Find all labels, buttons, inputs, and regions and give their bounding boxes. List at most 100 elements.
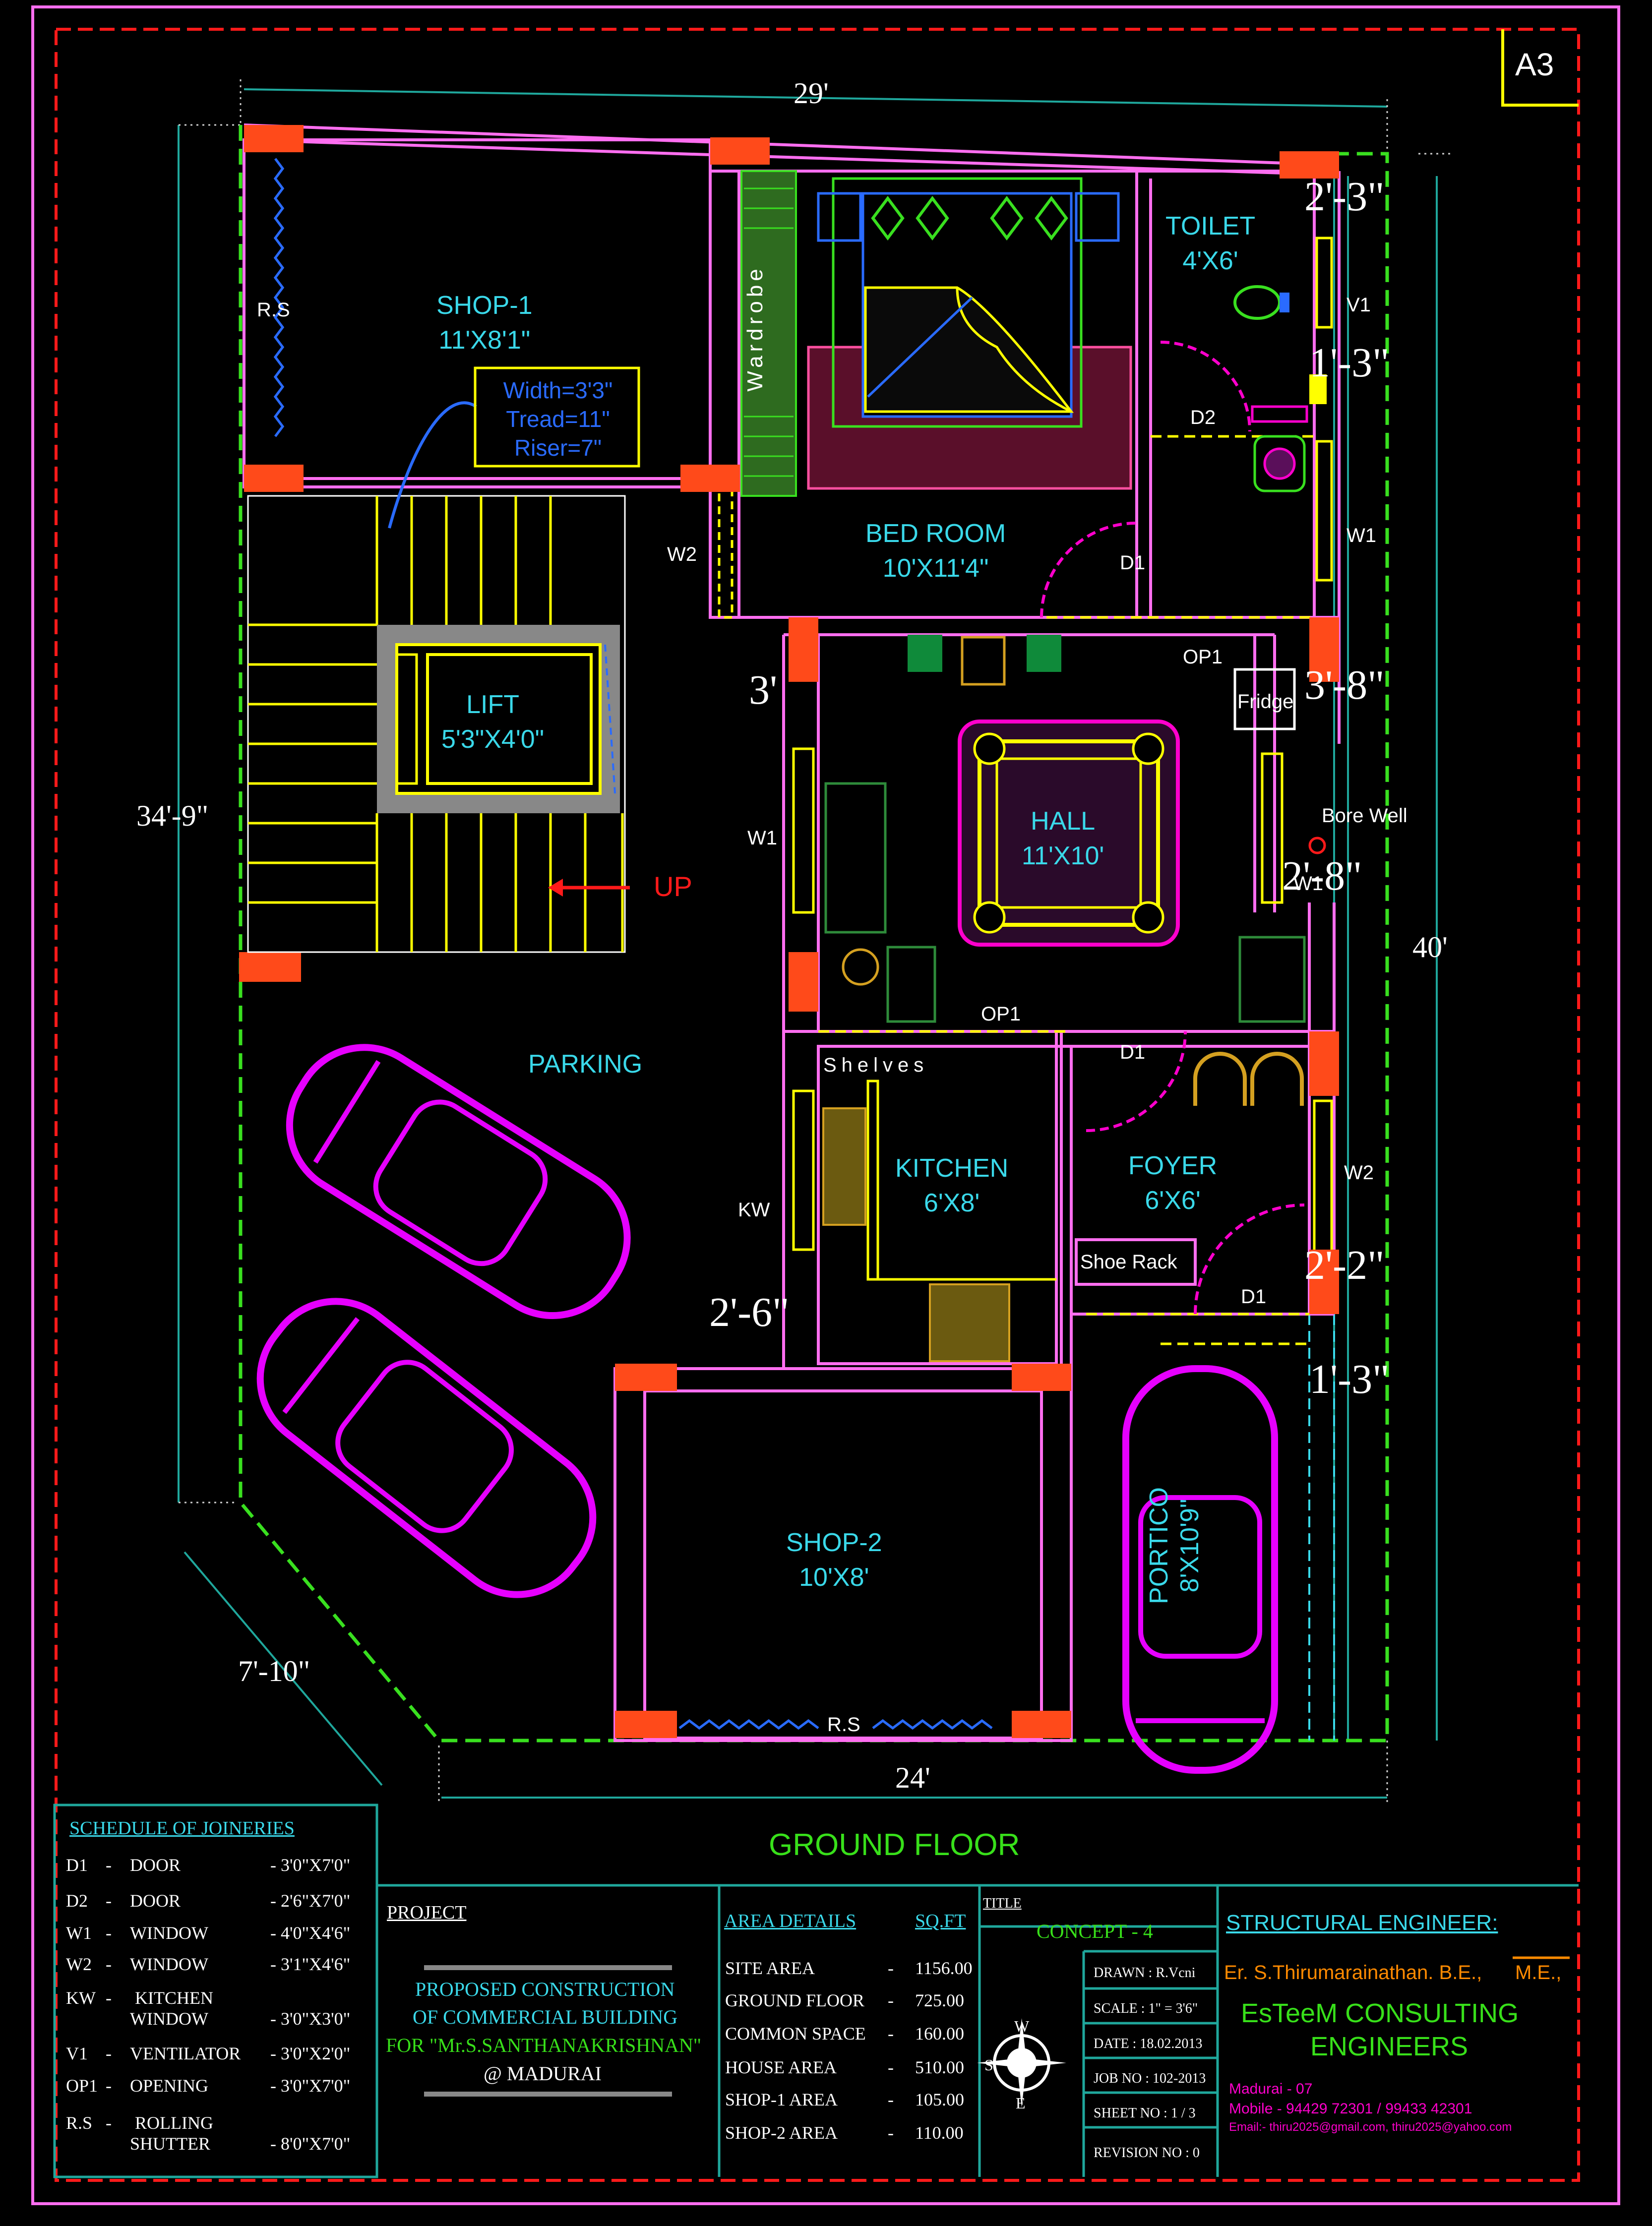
area-unit: SQ.FT <box>915 1911 966 1931</box>
wardrobe <box>740 170 797 497</box>
drawn-label: DRAWN : R.Vcni <box>1094 1965 1196 1981</box>
floor-title: GROUND FLOOR <box>769 1828 1020 1862</box>
dim-right: 40' <box>1412 931 1448 963</box>
stair-riser: Riser=7" <box>514 435 602 461</box>
schedule-type: VENTILATOR <box>130 2044 241 2063</box>
bedroom-name: BED ROOM <box>865 519 1006 548</box>
schedule-size: - 8'0"X7'0" <box>270 2134 351 2154</box>
parking-label: PARKING <box>528 1050 643 1079</box>
portico-name: PORTICO <box>1144 1487 1173 1604</box>
shoe-rack-label: Shoe Rack <box>1080 1251 1177 1273</box>
d1-bed-label: D1 <box>1120 552 1146 574</box>
firm-line1: EsTeeM CONSULTING <box>1241 1998 1519 2028</box>
schedule-type: WINDOW <box>130 1954 208 1974</box>
fridge-label: Fridge <box>1237 691 1294 713</box>
schedule-code: V1 <box>66 2044 88 2063</box>
project-underline-bar-2 <box>424 2092 672 2097</box>
engineer-heading: STRUCTURAL ENGINEER: <box>1226 1911 1498 1935</box>
schedule-dash: - <box>106 2113 112 2133</box>
project-underline-bar <box>424 1965 672 1970</box>
area-value: 160.00 <box>915 2024 964 2044</box>
lift-size: 5'3"X4'0" <box>441 725 545 754</box>
wardrobe-hatch <box>744 187 794 477</box>
stair-note-box <box>474 366 640 468</box>
rs-bottom-label: R.S <box>827 1714 860 1736</box>
schedule-size: - 3'1"X4'6" <box>270 1954 351 1974</box>
schedule-dash: - <box>106 1855 112 1875</box>
kitchen-fixtures <box>822 1080 1056 1362</box>
engineer-mobile: Mobile - 94429 72301 / 99433 42301 <box>1229 2101 1472 2117</box>
sheet-inner-border <box>55 28 1580 2182</box>
sheet-outer-border <box>31 5 1620 2205</box>
w1-hall-label: W1 <box>747 827 777 849</box>
kw-label: KW <box>738 1199 770 1221</box>
title-block-frames <box>53 1804 1579 2178</box>
dim-r6: 1'-3" <box>1309 1356 1390 1402</box>
foyer-label: FOYER 6'X6' <box>1128 1153 1217 1213</box>
staircase <box>247 495 626 953</box>
hall-size: 11'X10' <box>1022 842 1104 870</box>
engineer-name: Er. S.Thirumarainathan. B.E., <box>1224 1962 1482 1984</box>
dim-r4: 2'-8" <box>1282 853 1362 899</box>
schedule-type: ROLLING <box>135 2113 213 2133</box>
compass-icon <box>977 2018 1066 2107</box>
lift-shaft <box>377 625 620 813</box>
parked-car-3 <box>1122 1365 1278 1774</box>
area-label: COMMON SPACE <box>725 2024 866 2044</box>
rolling-shutter-marks <box>273 158 993 1730</box>
schedule-type: DOOR <box>130 1855 181 1875</box>
shop1-name: SHOP-1 <box>436 291 533 320</box>
rs-top-label: R.S <box>257 299 290 321</box>
schedule-code: D2 <box>66 1891 88 1911</box>
area-label: SHOP-1 AREA <box>725 2090 838 2109</box>
engineer-city: Madurai - 07 <box>1229 2081 1313 2097</box>
schedule-dash: - <box>106 2076 112 2096</box>
shop1-label: SHOP-1 11'X8'1" <box>436 293 533 353</box>
parked-car-1 <box>286 1044 631 1320</box>
schedule-type-2: WINDOW <box>130 2009 208 2029</box>
w2-foyer-label: W2 <box>1344 1162 1374 1184</box>
schedule-type: DOOR <box>130 1891 181 1911</box>
parked-car-2 <box>256 1298 597 1598</box>
a3-sheet-tag: A3 <box>1515 47 1554 82</box>
shelves-label: Shelves <box>823 1054 929 1076</box>
toilet-size: 4'X6' <box>1182 246 1238 275</box>
area-value: 110.00 <box>915 2123 964 2143</box>
area-value: 725.00 <box>915 1990 964 2010</box>
firm-line2: ENGINEERS <box>1310 2032 1468 2061</box>
job-label: JOB NO : 102-2013 <box>1094 2071 1206 2086</box>
schedule-code: W1 <box>66 1923 92 1943</box>
hall-name: HALL <box>1031 807 1096 836</box>
project-line2: OF COMMERCIAL BUILDING <box>413 2006 678 2028</box>
columns <box>239 125 1339 1738</box>
dimension-dots <box>179 79 1453 1805</box>
dim-bottom: 24' <box>895 1761 930 1794</box>
area-value: 510.00 <box>915 2057 964 2077</box>
lift-name: LIFT <box>466 690 520 719</box>
portico-size: 8'X10'9" <box>1175 1499 1204 1593</box>
project-heading: PROJECT <box>387 1902 467 1923</box>
kitchen-label: KITCHEN 6'X8' <box>895 1155 1008 1216</box>
shop2-size: 10'X8' <box>799 1563 869 1592</box>
area-label: SHOP-2 AREA <box>725 2123 838 2143</box>
w1-right-label: W1 <box>1293 873 1323 895</box>
area-dash: - <box>888 2090 894 2109</box>
lift-label: LIFT 5'3"X4'0" <box>441 692 544 752</box>
schedule-type: WINDOW <box>130 1923 208 1943</box>
schedule-dash: - <box>106 2044 112 2063</box>
schedule-type-2: SHUTTER <box>130 2134 210 2154</box>
area-value: 1156.00 <box>915 1958 973 1978</box>
schedule-code: KW <box>66 1988 96 2008</box>
schedule-code: W2 <box>66 1954 92 1974</box>
area-label: SITE AREA <box>725 1958 815 1978</box>
sheet-label: SHEET NO : 1 / 3 <box>1094 2106 1196 2121</box>
schedule-code: D1 <box>66 1855 88 1875</box>
w1-toilet-label: W1 <box>1346 525 1376 546</box>
schedule-size: - 3'0"X7'0" <box>270 1855 351 1875</box>
project-line3: FOR "Mr.S.SANTHANAKRISHNAN" <box>386 2034 702 2056</box>
dim-r1: 2'-3" <box>1304 174 1385 220</box>
foyer-size: 6'X6' <box>1145 1186 1201 1215</box>
plot-boundary <box>239 125 1389 1743</box>
area-dash: - <box>888 2057 894 2077</box>
